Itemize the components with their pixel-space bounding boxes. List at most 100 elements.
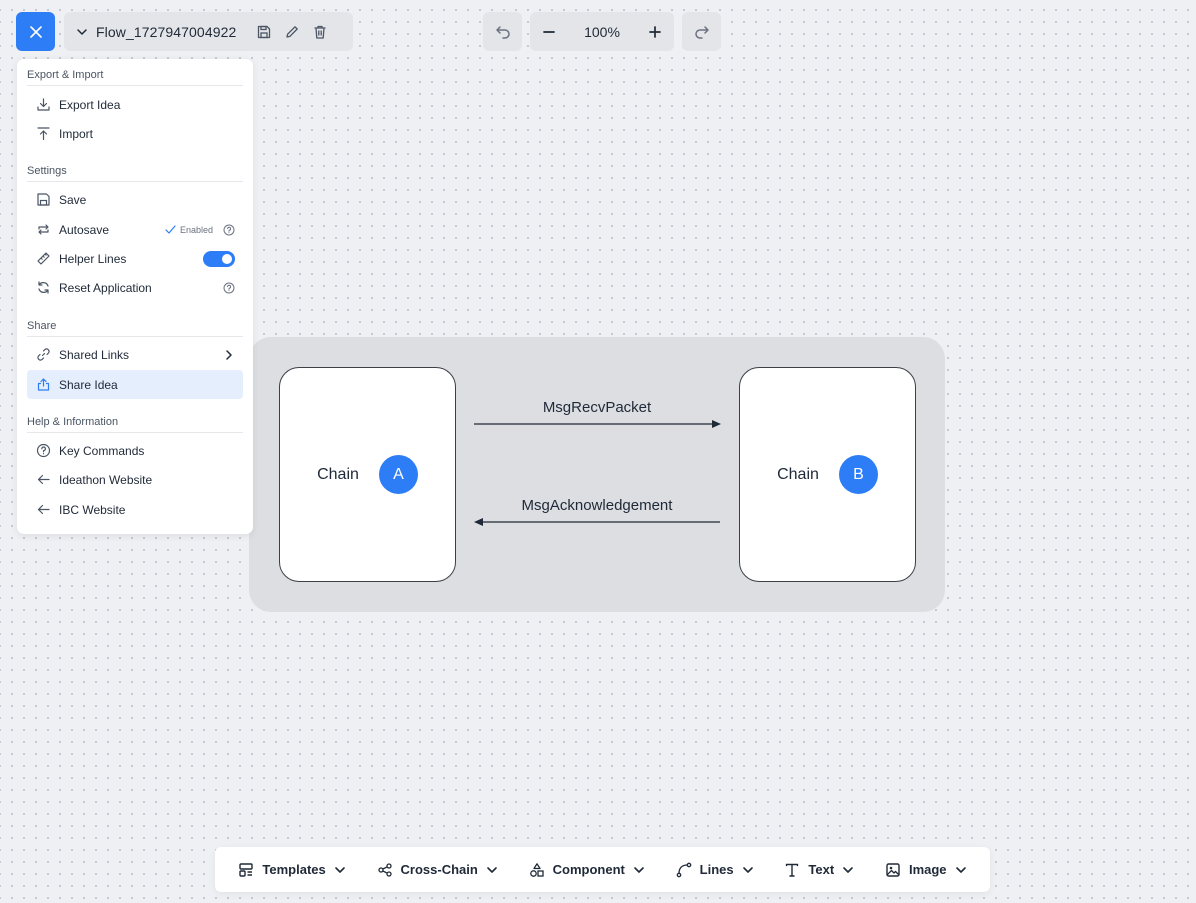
autosave-status-text: Enabled	[179, 224, 213, 235]
menu-item-ibc-website[interactable]: IBC Website	[27, 495, 243, 524]
autosave-status: Enabled	[164, 223, 235, 236]
spline-icon	[676, 862, 692, 878]
trash-icon[interactable]	[312, 24, 328, 40]
toolbar-lines[interactable]: Lines	[676, 862, 754, 878]
shapes-icon	[529, 862, 545, 878]
close-icon	[29, 25, 42, 38]
layout-icon	[238, 862, 254, 878]
menu-item-label: Key Commands	[59, 443, 145, 458]
toggle-knob	[222, 253, 232, 264]
help-circle-icon[interactable]	[223, 224, 235, 236]
menu-item-label: Save	[59, 192, 87, 207]
zoom-out-button[interactable]	[542, 25, 556, 39]
toolbar-cross-chain[interactable]: Cross-Chain	[377, 862, 498, 878]
bottom-toolbar: Templates Cross-Chain Component Lines	[215, 847, 990, 892]
divider	[27, 336, 243, 337]
menu-item-export-idea[interactable]: Export Idea	[27, 90, 243, 119]
menu-item-reset-application[interactable]: Reset Application	[27, 273, 243, 302]
chevron-down-icon	[334, 864, 346, 876]
workflow-icon	[377, 862, 393, 878]
menu-item-label: Shared Links	[59, 347, 130, 362]
help-circle-icon[interactable]	[223, 282, 235, 294]
edit-icon[interactable]	[284, 24, 300, 40]
menu-item-helper-lines[interactable]: Helper Lines	[27, 244, 243, 273]
toggle-switch[interactable]	[203, 250, 235, 267]
link-icon	[35, 347, 51, 363]
arrow-b-to-a[interactable]	[470, 512, 726, 526]
helper-lines-toggle[interactable]	[203, 250, 235, 267]
upload-icon	[35, 126, 51, 142]
reset-help[interactable]	[223, 282, 235, 294]
menu-item-key-commands[interactable]: Key Commands	[27, 436, 243, 465]
toolbar-label: Component	[552, 862, 625, 877]
menu-item-label: Autosave	[59, 222, 110, 237]
text-icon	[784, 862, 800, 878]
menu-item-label: Export Idea	[59, 97, 121, 112]
chevron-down-icon[interactable]	[76, 26, 88, 38]
menu-item-shared-links[interactable]: Shared Links	[27, 340, 243, 369]
msg-recv-packet-label[interactable]: MsgRecvPacket	[542, 399, 652, 416]
toolbar-templates[interactable]: Templates	[238, 862, 345, 878]
chevron-right-icon	[223, 349, 235, 361]
menu-item-label: Ideathon Website	[59, 472, 153, 487]
chevron-down-icon	[633, 864, 645, 876]
toolbar-image[interactable]: Image	[885, 862, 967, 878]
menu-item-autosave[interactable]: Autosave Enabled	[27, 215, 243, 244]
flow-title-bar: Flow_1727947004922	[64, 12, 353, 51]
flow-name[interactable]: Flow_1727947004922	[96, 23, 237, 40]
chain-a-label: Chain	[317, 465, 359, 483]
toolbar-text[interactable]: Text	[784, 862, 854, 878]
refresh-icon	[35, 280, 51, 296]
section-title-export-import: Export & Import	[27, 69, 104, 81]
menu-item-share-idea[interactable]: Share Idea	[27, 370, 243, 399]
menu-item-label: Helper Lines	[59, 251, 127, 266]
menu-item-label: Reset Application	[59, 280, 152, 295]
toolbar-label: Image	[908, 862, 947, 877]
chevron-down-icon	[955, 864, 967, 876]
undo-button[interactable]	[483, 12, 522, 51]
zoom-controls: 100%	[530, 12, 674, 51]
menu-item-import[interactable]: Import	[27, 119, 243, 148]
toolbar-label: Cross-Chain	[400, 862, 478, 877]
arrow-left-icon	[35, 502, 51, 518]
toolbar-label: Text	[808, 862, 835, 877]
menu-item-ideathon-website[interactable]: Ideathon Website	[27, 465, 243, 494]
arrow-a-to-b[interactable]	[470, 414, 726, 428]
zoom-level[interactable]: 100%	[584, 23, 620, 40]
save-icon[interactable]	[256, 24, 272, 40]
chain-b-node[interactable]: Chain B	[739, 367, 916, 582]
share-icon	[35, 377, 51, 393]
menu-item-label: Share Idea	[59, 377, 118, 392]
section-title-settings: Settings	[27, 165, 67, 177]
image-icon	[885, 862, 901, 878]
download-icon	[35, 97, 51, 113]
redo-icon	[694, 25, 709, 39]
minus-icon	[543, 30, 555, 33]
plus-icon	[649, 25, 661, 38]
chevron-down-icon	[842, 864, 854, 876]
help-circle-icon	[35, 443, 51, 459]
ruler-icon	[35, 251, 51, 267]
menu-item-label: Import	[59, 126, 94, 141]
toolbar-label: Templates	[262, 862, 326, 877]
section-title-help: Help & Information	[27, 416, 119, 428]
chain-b-label: Chain	[777, 465, 819, 483]
msg-acknowledgement-label[interactable]: MsgAcknowledgement	[521, 497, 673, 514]
check-icon	[165, 225, 176, 234]
chain-a-node[interactable]: Chain A	[279, 367, 456, 582]
section-title-share: Share	[27, 320, 57, 332]
toolbar-component[interactable]: Component	[529, 862, 645, 878]
divider	[27, 432, 243, 433]
menu-item-save[interactable]: Save	[27, 185, 243, 214]
toolbar-label: Lines	[699, 862, 734, 877]
zoom-in-button[interactable]	[648, 25, 662, 39]
chain-b-badge: B	[838, 455, 878, 494]
main-menu-panel: Export & Import Export Idea Import Setti…	[17, 59, 253, 534]
divider	[27, 181, 243, 182]
redo-button[interactable]	[682, 12, 721, 51]
undo-icon	[495, 25, 510, 39]
arrow-left-icon	[35, 472, 51, 488]
save-icon	[35, 192, 51, 208]
close-menu-button[interactable]	[16, 12, 55, 51]
menu-item-label: IBC Website	[59, 502, 126, 517]
